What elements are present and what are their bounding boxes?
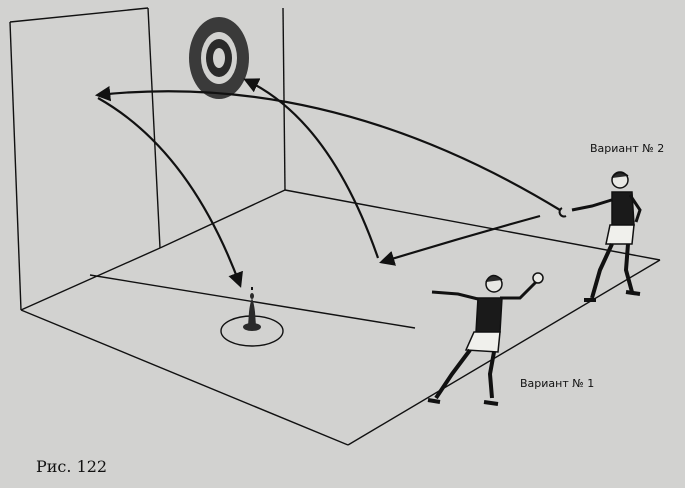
- back-wall-corner-edge: [147, 7, 161, 249]
- variant-1-label: Вариант № 1: [520, 377, 595, 390]
- trajectory-left-wall-to-skittle: [97, 97, 243, 288]
- trajectories: [94, 78, 561, 288]
- floor-right-back-edge: [284, 189, 661, 261]
- skittle-icon: [220, 287, 284, 347]
- variant-2-label: Вариант № 2: [590, 142, 665, 155]
- room-outline: [9, 7, 661, 446]
- trajectory-variant2-throw: [379, 214, 541, 266]
- left-wall-top-edge: [9, 7, 149, 23]
- floor-right-edge: [347, 259, 661, 446]
- figure-caption: Рис. 122: [36, 457, 108, 476]
- ball-icon: [558, 207, 567, 218]
- thrower-variant-2-figure: [571, 171, 642, 302]
- floor-left-edge: [20, 247, 161, 311]
- target-icon: [189, 17, 249, 99]
- trajectory-ball-to-left-wall: [94, 86, 561, 211]
- back-wall-right-edge: [282, 7, 286, 191]
- left-wall-back-edge: [9, 21, 22, 311]
- floor-front-edge: [20, 309, 349, 446]
- trajectory-floor-to-target: [243, 78, 380, 259]
- thrower-variant-1-figure: [427, 272, 544, 406]
- floor-back-edge: [159, 189, 286, 249]
